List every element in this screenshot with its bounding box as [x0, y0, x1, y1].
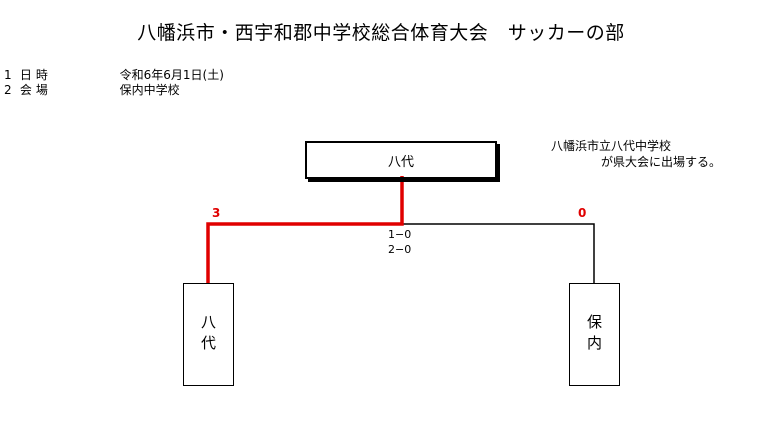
team-box-honai: 保内: [569, 283, 620, 386]
info-number: 1: [4, 68, 12, 82]
team-name: 保内: [585, 313, 603, 356]
info-value: 保内中学校: [119, 83, 180, 97]
match-result: 1−0: [388, 228, 412, 241]
team-score: 0: [578, 206, 587, 220]
info-number: 2: [4, 83, 12, 97]
team-name: 八代: [199, 313, 217, 356]
champion-box: 八代: [305, 141, 497, 179]
info-label: 会場: [19, 83, 52, 97]
match-result: 2−0: [388, 243, 412, 256]
team-box-yashiro: 八代: [183, 283, 234, 386]
note-line-1: 八幡浜市立八代中学校: [551, 139, 672, 153]
team-score: 3: [212, 206, 221, 220]
bracket-line-loser: [402, 223, 595, 283]
bracket-line-winner: [206, 176, 404, 283]
info-label: 日時: [19, 68, 52, 82]
note-line-2: が県大会に出場する。: [601, 155, 722, 169]
page-title: 八幡浜市・西宇和郡中学校総合体育大会 サッカーの部: [137, 22, 625, 44]
qualification-note: 八幡浜市立八代中学校 が県大会に出場する。: [551, 138, 721, 170]
info-row-date: 1 日時 令和6年6月1日(土): [4, 68, 224, 82]
champion-name: 八代: [387, 154, 414, 170]
info-value: 令和6年6月1日(土): [119, 68, 224, 82]
info-row-venue: 2 会場 保内中学校: [4, 83, 180, 97]
